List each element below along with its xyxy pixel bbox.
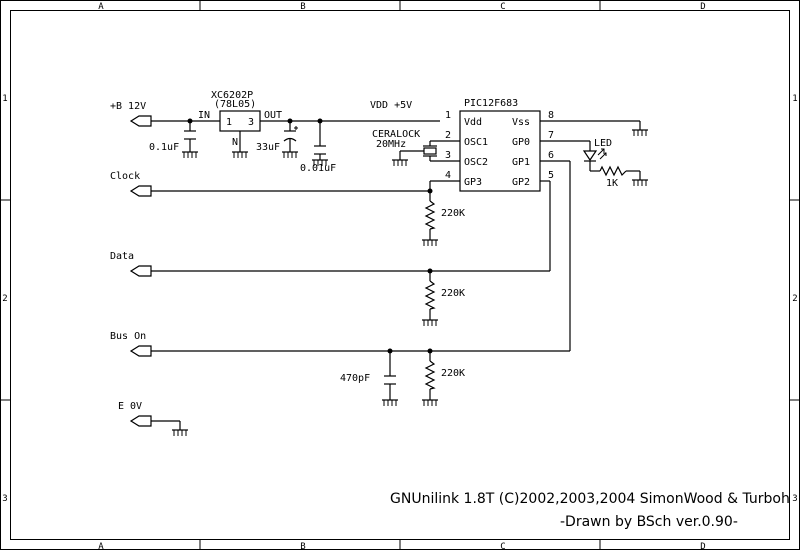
- regulator-alt: (78L05): [214, 99, 256, 110]
- ground-r2: [422, 319, 438, 326]
- capacitor-c3-value: 0.01uF: [300, 163, 336, 174]
- regulator-pin3: 3: [248, 117, 254, 128]
- vdd-label: VDD +5V: [370, 100, 412, 111]
- pic-pin2-label: OSC1: [464, 137, 488, 148]
- border-col-a-top: A: [98, 2, 104, 12]
- capacitor-c2-value: 33uF: [256, 142, 280, 153]
- footer-credit: -Drawn by BSch ver.0.90-: [560, 514, 738, 530]
- junction-dots: [187, 118, 433, 354]
- border-row-1-right: 1: [792, 94, 797, 104]
- capacitor-c2: [283, 126, 298, 142]
- port-e0v-shape: [129, 415, 152, 427]
- ground-vss: [632, 129, 648, 136]
- ground-r3: [422, 399, 438, 406]
- pic-pin1-label: Vdd: [464, 117, 482, 128]
- ground-led: [632, 179, 648, 186]
- resistor-r1: [424, 200, 436, 230]
- port-bus-on-shape: [129, 345, 152, 357]
- regulator-pin1: 1: [226, 117, 232, 128]
- ground-ceralock: [392, 159, 408, 166]
- port-bus-on-label: Bus On: [110, 331, 146, 342]
- footer-title: GNUnilink 1.8T (C)2002,2003,2004 SimonWo…: [390, 491, 790, 507]
- capacitor-c1-value: 0.1uF: [149, 142, 179, 153]
- pic-pin3-num: 3: [445, 150, 451, 161]
- regulator-out-label: OUT: [264, 110, 282, 121]
- border-col-a-bottom: A: [98, 542, 104, 550]
- capacitor-c4-value: 470pF: [340, 373, 370, 384]
- resistor-led-value: 1K: [606, 178, 618, 189]
- pic-name: PIC12F683: [464, 98, 518, 109]
- pic-pin6-label: GP1: [512, 157, 530, 168]
- resistor-r2-value: 220K: [441, 288, 465, 299]
- pic-pin2-num: 2: [445, 130, 451, 141]
- resistor-r2: [424, 280, 436, 310]
- border-row-1-left: 1: [2, 94, 7, 104]
- capacitor-c1: [184, 130, 196, 140]
- border-col-c-top: C: [500, 2, 505, 12]
- border-col-b-top: B: [300, 2, 305, 12]
- resistor-r1-value: 220K: [441, 208, 465, 219]
- wires: [151, 120, 641, 430]
- pic-pin5-num: 5: [548, 170, 554, 181]
- border-col-d-top: D: [700, 2, 705, 12]
- port-data-shape: [129, 265, 152, 277]
- border-row-3-right: 3: [792, 494, 797, 504]
- capacitor-c3: [314, 145, 326, 155]
- ground-c1: [182, 151, 198, 158]
- resistor-r3: [424, 360, 436, 390]
- pic-pin8-label: Vss: [512, 117, 530, 128]
- pic-pin3-label: OSC2: [464, 157, 488, 168]
- resistor-led: [599, 165, 627, 177]
- border-col-b-bottom: B: [300, 542, 305, 550]
- regulator-body: [219, 110, 261, 132]
- pic-pin7-num: 7: [548, 130, 554, 141]
- ground-c3: [312, 159, 328, 166]
- pic-pin4-num: 4: [445, 170, 451, 181]
- ground-regulator: [232, 151, 248, 158]
- ceralock-resonator: [423, 145, 437, 157]
- port-clock-shape: [129, 185, 152, 197]
- capacitor-c4: [384, 375, 396, 385]
- border-col-d-bottom: D: [700, 542, 705, 550]
- border-row-2-left: 2: [2, 294, 7, 304]
- port-b12-label: +B 12V: [110, 101, 146, 112]
- ground-c4: [382, 399, 398, 406]
- ground-e0v: [172, 429, 188, 436]
- regulator-pin-n: N: [232, 137, 238, 148]
- port-data-label: Data: [110, 251, 134, 262]
- regulator-name: XC6202P: [211, 90, 253, 101]
- pic-pin8-num: 8: [548, 110, 554, 121]
- pic-pin7-label: GP0: [512, 137, 530, 148]
- port-e0v-label: E 0V: [118, 401, 142, 412]
- pic-pin5-label: GP2: [512, 177, 530, 188]
- led-label: LED: [594, 138, 612, 149]
- border-row-2-right: 2: [792, 294, 797, 304]
- pic-pin1-num: 1: [445, 110, 451, 121]
- pic-pin4-label: GP3: [464, 177, 482, 188]
- ceralock-label: CERALOCK: [372, 129, 420, 140]
- resistor-r3-value: 220K: [441, 368, 465, 379]
- ground-r1: [422, 239, 438, 246]
- regulator-in-label: IN: [198, 110, 210, 121]
- ceralock-freq: 20MHz: [376, 139, 406, 150]
- border-col-c-bottom: C: [500, 542, 505, 550]
- led-diode: [582, 148, 607, 162]
- pic-pin6-num: 6: [548, 150, 554, 161]
- border-row-3-left: 3: [2, 494, 7, 504]
- pic-body: [459, 110, 541, 192]
- ground-symbols: [172, 129, 648, 436]
- port-b12-shape: [129, 115, 152, 127]
- port-clock-label: Clock: [110, 171, 140, 182]
- ground-c2: [282, 151, 298, 158]
